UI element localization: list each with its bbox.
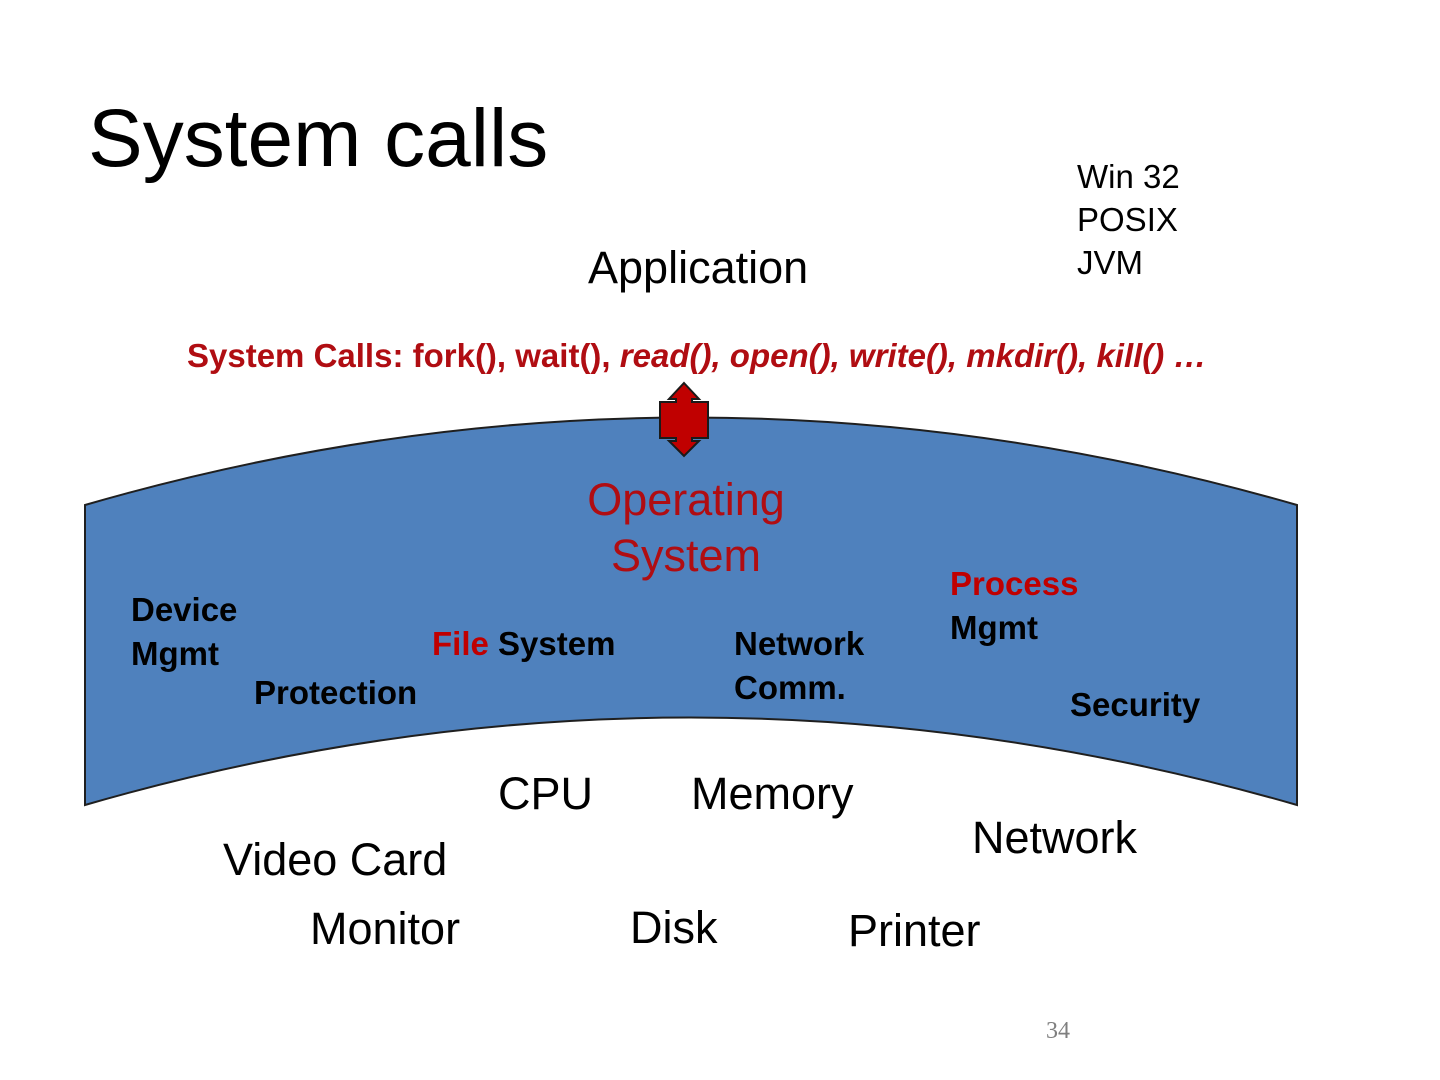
api-item: Win 32 [1077, 158, 1180, 195]
os-label-line2: System [610, 530, 762, 581]
system-calls-line: System Calls: fork(), wait(), read(), op… [187, 337, 1206, 375]
hw-cpu: CPU [498, 768, 594, 819]
file-system-rest: System [488, 625, 616, 662]
double-arrow-icon [659, 381, 709, 458]
process-mgmt-line1: Process [950, 565, 1079, 602]
api-item: JVM [1077, 244, 1143, 281]
security-label: Security [1070, 686, 1201, 723]
slide-title: System calls [88, 93, 549, 184]
hw-disk: Disk [630, 902, 718, 953]
page-number: 34 [1046, 1018, 1070, 1044]
os-label-line1: Operating [587, 474, 785, 525]
process-mgmt-label: Process Mgmt [950, 562, 1078, 650]
hw-network: Network [972, 812, 1138, 863]
device-mgmt-line2: Mgmt [131, 635, 219, 672]
network-comm-label: Network Comm. [734, 622, 864, 710]
device-mgmt-line1: Device [131, 591, 238, 628]
os-band-shape [84, 416, 1298, 807]
system-calls-italic-list: read(), open(), write(), mkdir(), kill()… [610, 337, 1207, 374]
hw-printer: Printer [848, 905, 981, 956]
file-word: File [432, 625, 489, 662]
hw-memory: Memory [691, 768, 854, 819]
device-mgmt-label: Device Mgmt [131, 588, 237, 676]
file-system-label: File System [432, 622, 615, 666]
process-mgmt-line2: Mgmt [950, 609, 1038, 646]
protection-label: Protection [254, 674, 418, 711]
hw-monitor: Monitor [310, 903, 461, 954]
network-comm-line1: Network [734, 625, 865, 662]
network-comm-line2: Comm. [734, 669, 846, 706]
api-item: POSIX [1077, 201, 1178, 238]
hw-video-card: Video Card [223, 834, 448, 885]
application-label: Application [588, 242, 809, 293]
system-calls-prefix: System Calls: fork(), wait(), [187, 337, 611, 374]
api-list: Win 32 POSIX JVM [1077, 155, 1180, 284]
